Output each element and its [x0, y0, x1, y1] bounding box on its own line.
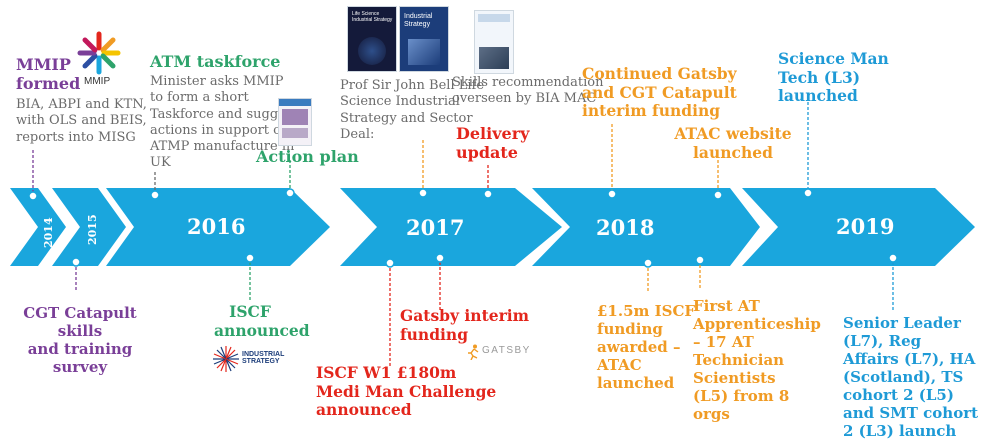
mmip-logo-label: MMIP: [84, 76, 111, 87]
node-bell: [418, 188, 428, 198]
chevron-2019: [742, 188, 975, 266]
chevron-2018: [532, 188, 760, 266]
runner-icon: [468, 344, 479, 360]
node-gatsby-interim: [435, 253, 445, 263]
year-2019: 2019: [836, 214, 894, 239]
mmip-logo: MMIP: [76, 30, 122, 94]
node-iscf-w1: [385, 258, 395, 268]
gatsby-cgt-funding-title: Continued Gatsby and CGT Catapult interi…: [582, 64, 737, 121]
year-2018: 2018: [596, 215, 654, 240]
arrow-band: [10, 188, 975, 266]
chevron-2016: [106, 188, 330, 266]
gatsby-logo-text: GATSBY: [482, 345, 531, 356]
industrial-strategy-thumbnail: Industrial Strategy: [399, 6, 449, 72]
node-sci-man: [803, 188, 813, 198]
year-2016: 2016: [187, 214, 245, 239]
node-iscf: [245, 253, 255, 263]
skills-recommendation-description: Skills recommendation overseen by BIA MA…: [452, 75, 604, 107]
atm-taskforce-title: ATM taskforce: [150, 52, 281, 71]
senior-leader-title: Senior Leader (L7), Reg Affairs (L7), HA…: [843, 314, 979, 440]
iscf-w1-title: ISCF W1 £180m Medi Man Challenge announc…: [316, 363, 497, 420]
gatsby-interim-title: Gatsby interim funding: [400, 306, 530, 344]
iscf-announced-title: ISCF announced: [214, 302, 310, 340]
industrial-strategy-logo-text: INDUSTRIAL STRATEGY: [242, 351, 285, 366]
chevron-2014: [10, 188, 66, 266]
atm-taskforce-report-thumbnail: [474, 10, 514, 74]
life-science-strategy-thumbnail: Life Science Industrial Strategy: [347, 6, 397, 72]
cgt-survey-title: CGT Catapult skills and training survey: [23, 304, 137, 376]
chevron-2015: [52, 188, 126, 266]
chevron-2017: [340, 188, 562, 266]
node-senior: [888, 253, 898, 263]
gatsby-logo: GATSBY: [466, 344, 532, 360]
delivery-update-title: Delivery update: [456, 124, 530, 163]
node-mmip: [28, 191, 38, 201]
year-2014: 2014: [42, 217, 55, 248]
year-2017: 2017: [406, 215, 464, 240]
industrial-strategy-logo: INDUSTRIAL STRATEGY: [212, 345, 302, 373]
node-gatsby-cgt: [607, 189, 617, 199]
action-plan-thumbnail: [278, 98, 312, 146]
atac-website-title: ATAC website launched: [674, 124, 792, 162]
bell-strategy-description: Prof Sir John Bell Life Science Industri…: [340, 78, 485, 142]
mmip-star-icon: [77, 31, 121, 75]
node-action-plan: [285, 188, 295, 198]
first-apprenticeship-title: First AT Apprenticeship – 17 AT Technici…: [693, 297, 821, 423]
mmip-description: BIA, ABPI and KTN, with OLS and BEIS, re…: [16, 97, 147, 145]
node-atac-web: [713, 190, 723, 200]
mmip-formed-title: MMIP formed: [16, 55, 81, 94]
atm-taskforce-description: Minister asks MMIP to form a short Taskf…: [150, 74, 298, 171]
starburst-icon: [213, 346, 239, 372]
iscf-15m-title: £1.5m ISCF funding awarded – ATAC launch…: [597, 302, 696, 392]
node-cgt-survey: [71, 257, 81, 267]
node-delivery: [483, 189, 493, 199]
science-man-tech-title: Science Man Tech (L3) launched: [778, 49, 889, 106]
year-2015: 2015: [86, 214, 99, 245]
action-plan-title: Action plan: [256, 147, 359, 166]
node-first-ap: [695, 255, 705, 265]
node-iscf-15: [643, 258, 653, 268]
node-atm: [150, 190, 160, 200]
